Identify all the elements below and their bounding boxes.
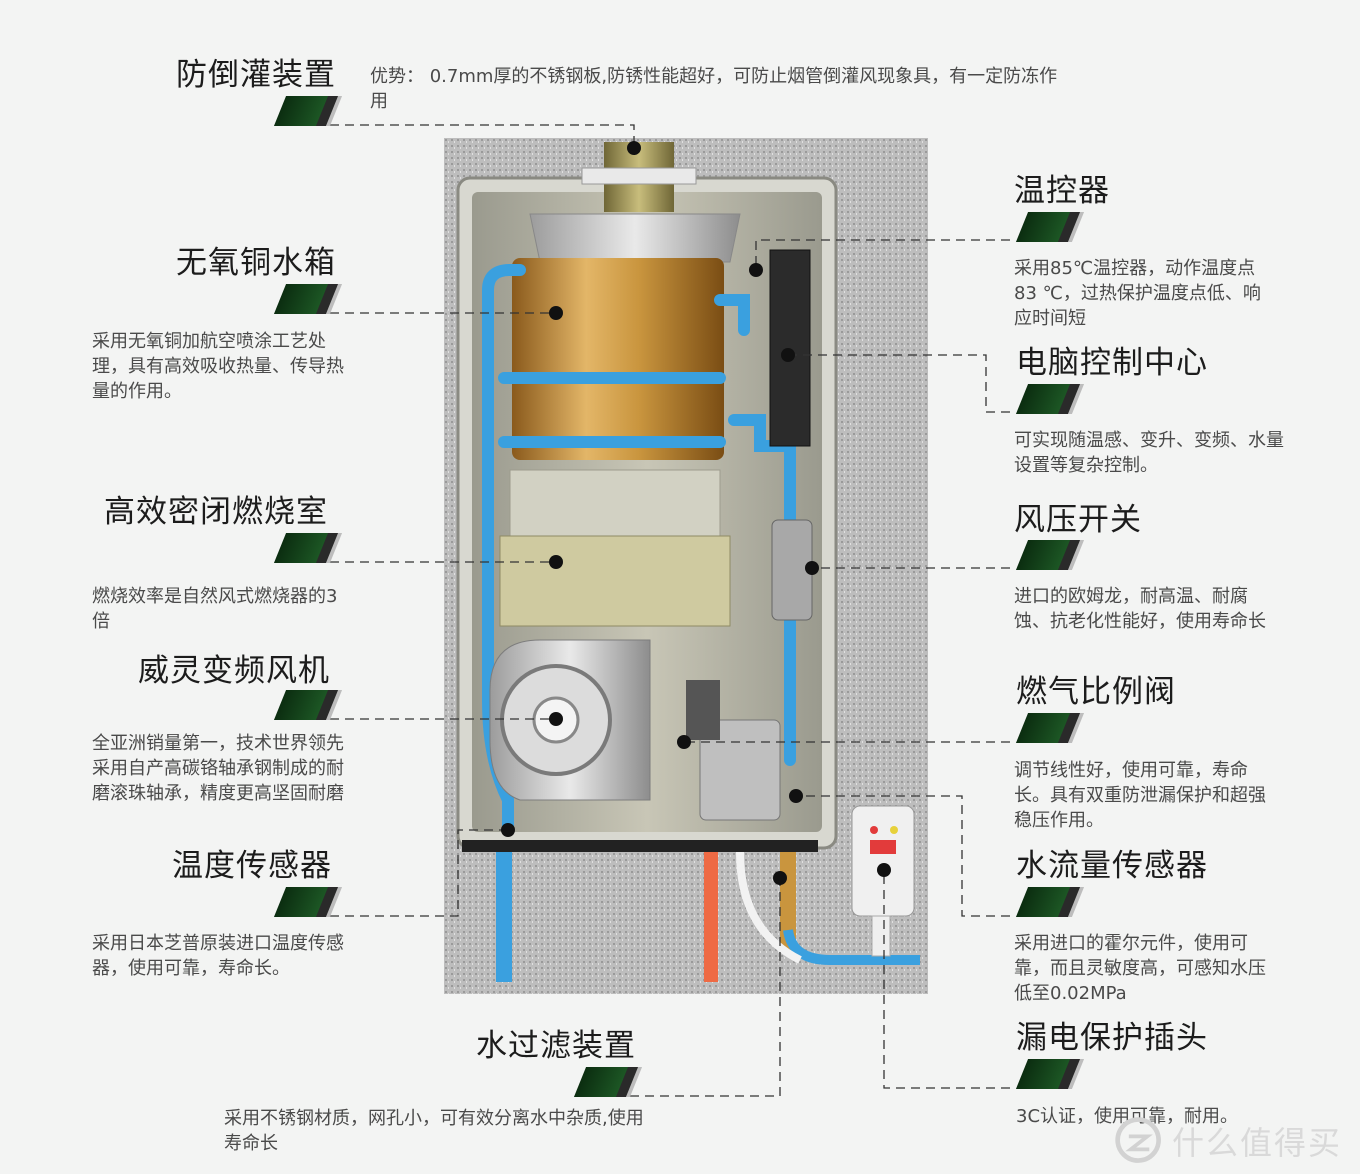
fan-title: 威灵变频风机 — [138, 653, 330, 689]
combustion-chamber-bar — [273, 533, 343, 563]
anti-backflow-title: 防倒灌装置 — [176, 57, 336, 93]
leader-temp-sensor — [330, 829, 508, 917]
anti-backflow-bar — [273, 96, 343, 126]
anti-backflow-desc: 优势： 0.7mm厚的不锈钢板,防锈性能超好，可防止烟管倒灌风现象具，有一定防冻… — [370, 66, 1058, 112]
water-filter-bar — [573, 1067, 643, 1097]
dot-leakage-plug — [877, 863, 891, 877]
control-center-bar — [1015, 384, 1085, 414]
gas-valve-body — [699, 719, 781, 821]
water-filter-title: 水过滤装置 — [476, 1028, 636, 1064]
leakage-plug-title: 漏电保护插头 — [1016, 1020, 1208, 1056]
flow-sensor-bar — [1015, 887, 1085, 917]
leader-flow-sensor — [796, 795, 1010, 917]
flue-hood — [529, 213, 741, 263]
dot-flow-sensor — [789, 789, 803, 803]
temp-sensor-desc: 采用日本芝普原装进口温度传感器，使用可靠，寿命长。 — [92, 933, 344, 979]
thermostat-bar — [1015, 212, 1085, 242]
watermark-text: 什么值得买 — [1172, 1124, 1343, 1162]
dot-control-center — [781, 348, 795, 362]
copper-tank-desc: 采用无氧铜加航空喷涂工艺处理，具有高效吸收热量、传导热量的作用。 — [92, 331, 344, 402]
dot-temp-sensor — [501, 823, 515, 837]
combustion-chamber — [499, 535, 731, 627]
combustion-hood — [509, 469, 721, 537]
hot-water-pipe — [704, 852, 718, 982]
dot-combustion — [549, 555, 563, 569]
leader-leakage-plug — [883, 870, 1010, 1089]
leader-control-center — [788, 354, 1010, 413]
fan-bar — [273, 690, 343, 720]
leakage-plug-desc: 3C认证，使用可靠，耐用。 — [1016, 1106, 1239, 1127]
control-box — [769, 249, 811, 447]
bottom-bar — [462, 840, 818, 852]
thermostat-desc: 采用85℃温控器，动作温度点83 ℃，过热保护温度点低、响应时间短 — [1014, 258, 1261, 329]
leakage-plug-bar — [1015, 1059, 1085, 1089]
leader-anti-backflow — [330, 124, 635, 148]
flow-sensor-title: 水流量传感器 — [1016, 848, 1208, 884]
leader-water-filter — [630, 878, 781, 1097]
gas-valve-title: 燃气比例阀 — [1016, 674, 1176, 710]
pressure-switch-desc: 进口的欧姆龙，耐高温、耐腐蚀、抗老化性能好，使用寿命长 — [1014, 586, 1266, 632]
water-coil — [482, 264, 796, 766]
leader-thermostat — [755, 239, 1010, 270]
water-filter-desc: 采用不锈钢材质，网孔小，可有效分离水中杂质,使用寿命长 — [224, 1108, 644, 1154]
dot-gas-valve — [677, 735, 691, 749]
combustion-chamber-title: 高效密闭燃烧室 — [104, 494, 328, 530]
temp-sensor-bar — [273, 887, 343, 917]
cold-water-pipe — [496, 852, 512, 982]
combustion-chamber-desc: 燃烧效率是自然风式燃烧器的3倍 — [92, 586, 338, 632]
control-center-desc: 可实现随温感、变升、变频、水量设置等复杂控制。 — [1014, 430, 1284, 476]
copper-tank — [512, 258, 724, 460]
zhi-logo-icon — [1115, 1117, 1161, 1163]
gas-valve-desc: 调节线性好，使用可靠，寿命长。具有双重防泄漏保护和超强稳压作用。 — [1014, 760, 1266, 831]
flow-sensor-desc: 采用进口的霍尔元件，使用可靠，而且灵敏度高，可感知水压低至0.02MPa — [1014, 933, 1266, 1004]
dot-water-filter — [773, 871, 787, 885]
gas-valve-bar — [1015, 713, 1085, 743]
leakage-plug-box — [851, 805, 915, 917]
temp-sensor-title: 温度传感器 — [172, 848, 332, 884]
dot-pressure-switch — [805, 561, 819, 575]
pressure-switch-bar — [1015, 540, 1085, 570]
control-center-title: 电脑控制中心 — [1016, 345, 1208, 381]
thermostat-title: 温控器 — [1014, 173, 1110, 209]
pressure-switch-title: 风压开关 — [1014, 502, 1142, 538]
dot-anti-backflow — [627, 141, 641, 155]
copper-tank-bar — [273, 284, 343, 314]
dot-copper-tank — [549, 306, 563, 320]
dot-thermostat — [749, 263, 763, 277]
copper-tank-title: 无氧铜水箱 — [176, 245, 336, 281]
dot-fan — [549, 712, 563, 726]
fan-desc: 全亚洲销量第一，技术世界领先采用自产高碳铬轴承钢制成的耐磨滚珠轴承，精度更高坚固… — [92, 733, 344, 804]
flue-collar — [581, 167, 697, 185]
